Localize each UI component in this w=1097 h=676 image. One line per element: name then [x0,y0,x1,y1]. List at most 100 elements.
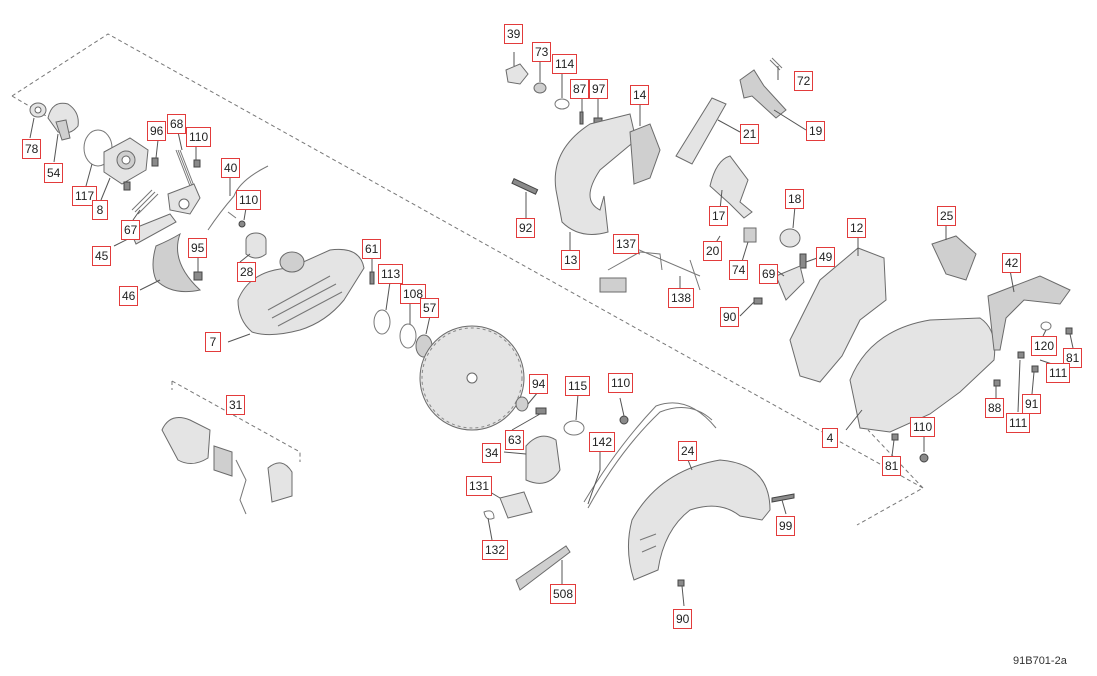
callout-19[interactable]: 19 [806,121,826,141]
callout-54[interactable]: 54 [44,163,64,183]
callout-67[interactable]: 67 [121,220,141,240]
callout-87[interactable]: 87 [570,79,590,99]
callout-39[interactable]: 39 [504,24,524,44]
callout-81-b[interactable]: 81 [882,456,902,476]
callout-97[interactable]: 97 [589,79,609,99]
part-54-arbor [47,102,79,141]
callout-90-a[interactable]: 90 [720,307,740,327]
callout-91[interactable]: 91 [1022,394,1042,414]
part-73-bushing [533,82,547,94]
drawing-reference: 91B701-2a [1013,655,1067,667]
callout-42[interactable]: 42 [1002,253,1022,273]
part-61-pin [369,271,375,285]
callout-74[interactable]: 74 [729,260,749,280]
part-81-screw-a [1065,327,1073,335]
part-25-bracket [931,235,977,281]
part-137-wire [607,245,701,291]
part-138-connector [599,277,627,293]
callout-110-c[interactable]: 110 [608,373,634,393]
part-91-screw [1031,365,1039,373]
callout-99[interactable]: 99 [776,516,796,536]
callout-28[interactable]: 28 [237,262,257,282]
callout-57[interactable]: 57 [420,298,440,318]
callout-142[interactable]: 142 [589,432,616,452]
callout-114[interactable]: 114 [552,54,578,74]
callout-132[interactable]: 132 [482,540,509,560]
callout-120[interactable]: 120 [1031,336,1058,356]
part-99-bolt [771,493,795,503]
callout-7[interactable]: 7 [205,332,221,352]
callout-508[interactable]: 508 [550,584,577,604]
callout-138[interactable]: 138 [668,288,695,308]
callout-20[interactable]: 20 [703,241,723,261]
callout-17[interactable]: 17 [709,206,729,226]
callout-12[interactable]: 12 [847,218,867,238]
callout-13[interactable]: 13 [561,250,581,270]
callout-73[interactable]: 73 [532,42,552,62]
leader-lines [29,52,1074,607]
callout-8[interactable]: 8 [92,200,108,220]
callout-45[interactable]: 45 [92,246,112,266]
part-72-spring [769,57,783,71]
callout-72[interactable]: 72 [794,71,814,91]
callout-4[interactable]: 4 [822,428,838,448]
callout-25[interactable]: 25 [937,206,957,226]
callout-96[interactable]: 96 [147,121,167,141]
part-7-upper-guard [237,248,365,336]
callout-34[interactable]: 34 [482,443,502,463]
part-39-knob [505,63,529,85]
part-49-pin [799,253,807,269]
callout-69[interactable]: 69 [759,264,779,284]
callout-31[interactable]: 31 [226,395,246,415]
assembly-boundary-dashed [11,33,925,526]
callout-18[interactable]: 18 [785,189,805,209]
callout-40[interactable]: 40 [221,158,241,178]
callout-110-d[interactable]: 110 [910,417,936,437]
callout-110-a[interactable]: 110 [186,127,212,147]
part-13-handle [554,113,637,235]
part-14-motor-housing [629,123,661,185]
callout-117[interactable]: 117 [72,186,98,206]
part-132-clip [483,510,495,520]
callout-78[interactable]: 78 [22,139,42,159]
callout-46[interactable]: 46 [119,286,139,306]
callout-90-b[interactable]: 90 [673,609,693,629]
part-131-chute [499,491,533,519]
callout-68[interactable]: 68 [167,114,187,134]
callout-137[interactable]: 137 [613,234,640,254]
callout-21[interactable]: 21 [740,124,760,144]
callout-115[interactable]: 115 [565,376,591,396]
callout-63[interactable]: 63 [505,430,525,450]
part-68-spring [175,149,195,187]
callout-14[interactable]: 14 [630,85,650,105]
callout-24[interactable]: 24 [678,441,698,461]
callout-111-b[interactable]: 111 [1006,413,1031,433]
callout-110-b[interactable]: 110 [236,190,262,210]
part-110-nut-b [238,220,246,228]
part-linkage-plate [167,183,201,215]
part-40-wire [207,165,269,231]
part-28-sleeve [245,232,267,259]
callout-113[interactable]: 113 [378,264,404,284]
part-90-bolt-b [677,579,685,587]
callout-88[interactable]: 88 [985,398,1005,418]
part-17-lock [709,155,753,219]
part-42-lever [987,275,1071,351]
callout-108[interactable]: 108 [400,284,427,304]
callout-49[interactable]: 49 [816,247,836,267]
part-87-pin [579,111,584,125]
part-90-bolt-a [753,297,763,305]
callout-131[interactable]: 131 [466,476,493,496]
callout-94[interactable]: 94 [529,374,549,394]
callout-111-a[interactable]: 111 [1046,363,1071,383]
callout-92[interactable]: 92 [516,218,536,238]
callout-95[interactable]: 95 [188,238,208,258]
part-142-cable [583,402,717,509]
callout-61[interactable]: 61 [362,239,382,259]
part-8-bearing-housing [103,137,149,185]
part-74-block [743,227,757,243]
subassembly-31-bracket [171,380,301,462]
part-19-lever [739,69,787,119]
part-110-nut [193,159,201,168]
